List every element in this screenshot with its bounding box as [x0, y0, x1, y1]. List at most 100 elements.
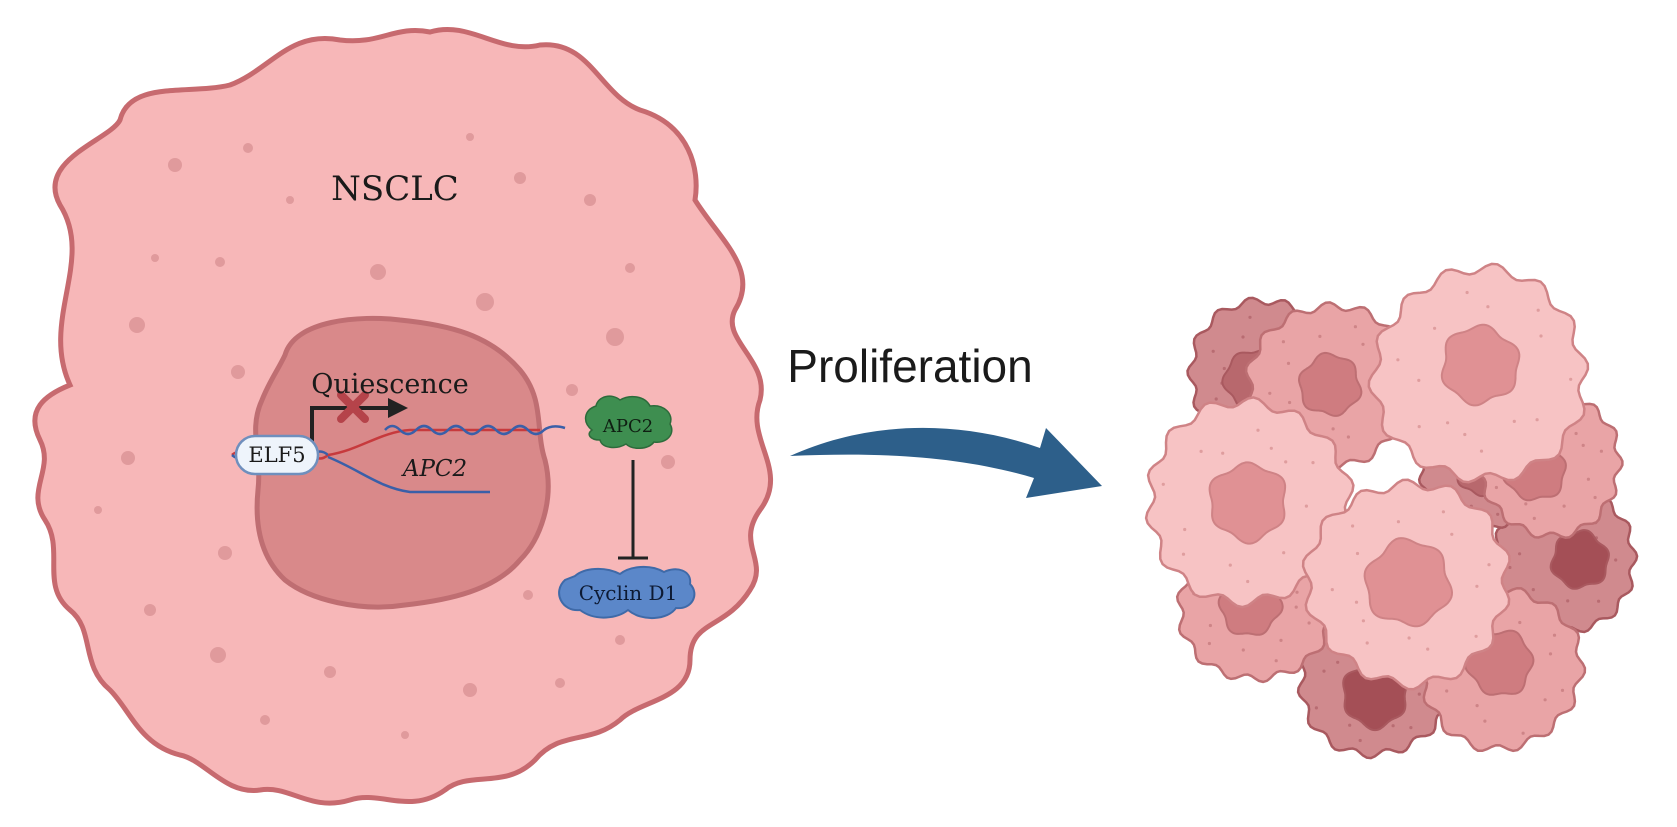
tumor-cell-speckle [1358, 738, 1362, 743]
tumor-cell-front-2 [1144, 396, 1355, 609]
tumor-cell-speckle [1336, 660, 1340, 664]
tumor-cell-speckle [1183, 527, 1187, 532]
cytoplasm-speckles [94, 133, 680, 739]
tumor-cell-nucleus [1549, 529, 1610, 590]
tumor-cell-speckle [1521, 731, 1525, 735]
tumor-cell-speckle [1597, 599, 1601, 603]
tumor-cell-speckle [1475, 584, 1479, 588]
tumor-cell-speckle [1494, 485, 1498, 490]
tumor-cell-front-1 [1367, 262, 1590, 484]
cyclin-d1-label: Cyclin D1 [579, 581, 678, 605]
tumor-cell-speckle [1518, 552, 1522, 556]
proliferation-label: Proliferation [787, 340, 1032, 392]
tumor-cell-speckle [1433, 326, 1437, 330]
tumor-cell-speckle [1391, 724, 1395, 728]
tumor-cell-speckle [1214, 397, 1218, 401]
tumor-cell-speckle [1586, 477, 1590, 481]
tumor-cell-speckle [1574, 431, 1578, 436]
tumor-cell-nucleus [1363, 537, 1454, 628]
tumor-cell-speckle [1294, 605, 1298, 609]
tumor-cell-speckle [1361, 342, 1365, 346]
tumor-cell-speckle [1246, 579, 1250, 584]
apc2-protein: APC2 [584, 395, 673, 449]
tumor-cell-speckle [1322, 669, 1326, 673]
nsclc-cell: NSCLC Quiescence APC2 ELF5 [32, 26, 773, 806]
tumor-cell-speckle [1445, 689, 1449, 693]
tumor-cell-speckle [1307, 621, 1311, 625]
tumor-cell-speckle [1593, 495, 1597, 500]
tumor-cell-speckle [1279, 638, 1283, 643]
tumor-cell-speckle [1496, 512, 1500, 516]
tumor-cell-speckle [1354, 600, 1359, 604]
tumor-cell-speckle [1599, 449, 1603, 453]
tumor-cell-speckle [1562, 504, 1566, 508]
tumor-cell-speckle [1248, 315, 1252, 319]
tumor-cell-speckle [1409, 726, 1413, 730]
tumor-cell-speckle [1318, 334, 1322, 338]
t-bar-inhibition-icon [618, 460, 648, 560]
tumor-cell-speckle [1479, 449, 1484, 453]
tumor-cell-speckle [1361, 619, 1365, 623]
tumor-cell-speckle [1288, 400, 1292, 405]
tumor-cell-speckle [1524, 502, 1528, 506]
tumor-cell-speckle [1314, 706, 1318, 710]
tumor-cell-speckle [1487, 563, 1491, 567]
tumor-cell-speckle [1181, 552, 1186, 556]
tumor-cell-nucleus [1208, 461, 1287, 545]
tumor-cell-speckle [1268, 391, 1272, 395]
proliferation-process: Proliferation [787, 340, 1102, 498]
tumor-cell-speckle [1256, 428, 1260, 432]
tumor-cell-speckle [1535, 418, 1539, 422]
tumor-cell-speckle [1465, 290, 1469, 295]
tumor-cell-speckle [1348, 723, 1352, 727]
tumor-cell-speckle [1512, 419, 1516, 423]
cyclin-d1-protein: Cyclin D1 [558, 566, 696, 619]
tumor-cell-speckle [1560, 688, 1565, 693]
tumor-cell-speckle [1211, 349, 1215, 353]
curved-arrow-icon [790, 427, 1102, 498]
elf5-protein: ELF5 [234, 434, 320, 476]
tumor-cell-speckle [1483, 719, 1487, 723]
tumor-cell-speckle [1536, 308, 1540, 312]
tumor-cell-speckle [1581, 443, 1585, 447]
tumor-cell-speckle [1566, 599, 1570, 603]
tumor-cell-speckle [1486, 305, 1490, 309]
tumor-cell-speckle [1365, 641, 1369, 645]
tumor-cell-speckle [1531, 588, 1535, 592]
tumor-cell-speckle [1199, 449, 1203, 453]
tumor-cell-nucleus [1440, 323, 1521, 407]
tumor-cell-speckle [1417, 692, 1421, 696]
tumor-cell-speckle [1222, 366, 1226, 371]
tumor-cell-speckle [1475, 704, 1479, 708]
tumor-cell-speckle [1269, 446, 1273, 450]
tumor-cell-speckle [1543, 698, 1547, 702]
red-x-icon [337, 391, 369, 423]
tumor-cell-speckle [1396, 358, 1400, 362]
tumor-cell-speckle [1208, 623, 1212, 628]
tumor-cell-speckle [1353, 325, 1357, 329]
elf5-label: ELF5 [248, 443, 305, 467]
tumor-cell-speckle [1532, 516, 1536, 521]
tumor-cell-speckle [1351, 524, 1355, 528]
tumor-cell-speckle [1241, 648, 1245, 652]
tumor-cell-speckle [1552, 633, 1557, 637]
tumor-cell-speckle [1284, 460, 1288, 464]
tumor-cell-speckle [1474, 634, 1478, 638]
tumor-cell-speckle [1346, 435, 1350, 439]
quiescence-label: Quiescence [311, 369, 469, 400]
tumor-cell-speckle [1396, 520, 1400, 524]
tumor-cell-speckle [1463, 432, 1467, 437]
tumor-cell-speckle [1286, 361, 1291, 365]
tumor-cell-speckle [1417, 378, 1421, 382]
tumor-cell-speckle [1228, 563, 1232, 567]
tumor-cell-speckle [1295, 590, 1299, 594]
tumor-cluster [1144, 262, 1639, 760]
tumor-cell-speckle [1446, 421, 1450, 425]
tumor-cell-speckle [1282, 551, 1286, 555]
tumor-cell-speckle [1304, 504, 1308, 508]
tumor-cell-speckle [1426, 647, 1430, 651]
tumor-cell-speckle [1274, 659, 1278, 663]
tumor-cell-speckle [1241, 335, 1245, 339]
tumor-cell-speckle [1221, 451, 1225, 455]
